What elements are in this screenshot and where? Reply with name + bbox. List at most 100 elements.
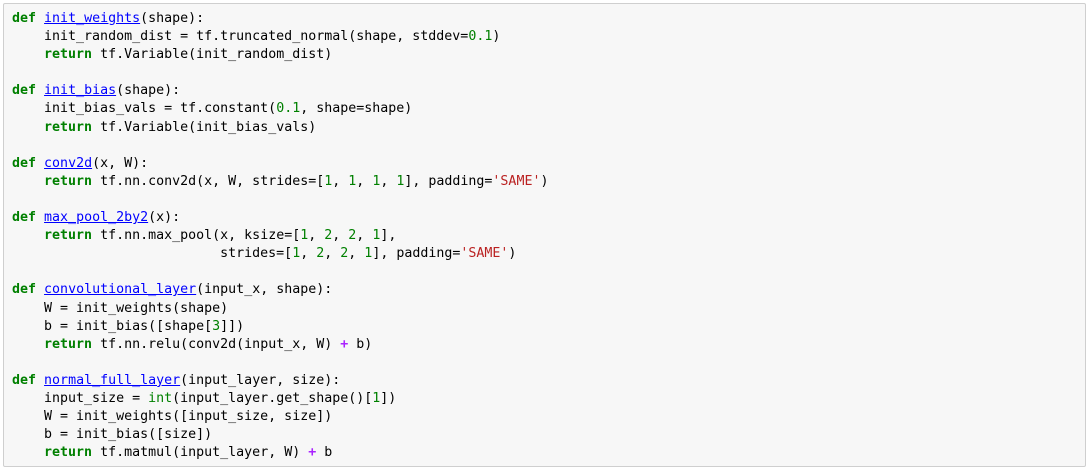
string-literal: 'SAME' xyxy=(460,246,509,262)
code-editor[interactable]: def init_weights(shape): init_random_dis… xyxy=(12,10,548,462)
number-literal: 1 xyxy=(348,173,357,189)
code-text: tf.nn.conv2d(x, W, strides=[ xyxy=(92,173,325,189)
code-line: input_size = int(input_layer.get_shape()… xyxy=(12,390,548,408)
keyword: def xyxy=(12,155,37,171)
code-text: tf.Variable(init_bias_vals) xyxy=(92,119,317,135)
code-line: def init_weights(shape): xyxy=(12,10,548,28)
code-line: b = init_bias([shape[3]]) xyxy=(12,318,548,336)
number-literal: 1 xyxy=(396,173,405,189)
function-name: conv2d xyxy=(44,155,93,171)
code-line: return tf.Variable(init_bias_vals) xyxy=(12,119,548,137)
number-literal: 1 xyxy=(372,173,381,189)
number-literal: 0.1 xyxy=(276,101,301,117)
code-text: , xyxy=(348,246,365,262)
code-line xyxy=(12,64,548,82)
code-text xyxy=(36,156,44,171)
code-text: init_bias_vals = tf.constant( xyxy=(12,101,277,117)
code-text: b xyxy=(316,445,333,461)
code-line xyxy=(12,137,548,155)
code-line: return tf.matmul(input_layer, W) + b xyxy=(12,444,548,462)
code-line: W = init_weights([input_size, size]) xyxy=(12,408,548,426)
keyword: def xyxy=(12,83,37,99)
keyword: def xyxy=(12,372,37,388)
code-text xyxy=(12,174,44,189)
code-text: ], xyxy=(380,228,397,244)
function-name: init_weights xyxy=(44,11,141,26)
keyword: return xyxy=(44,445,93,461)
code-line: return tf.nn.max_pool(x, ksize=[1, 2, 2,… xyxy=(12,227,548,245)
code-cell[interactable]: def init_weights(shape): init_random_dis… xyxy=(3,3,1086,467)
code-text: W = init_weights(shape) xyxy=(12,300,229,316)
number-literal: 1 xyxy=(324,173,333,189)
keyword: def xyxy=(12,210,37,226)
code-text xyxy=(12,120,44,135)
code-text: tf.Variable(init_random_dist) xyxy=(92,47,333,63)
function-name: normal_full_layer xyxy=(44,372,181,388)
code-line: return tf.nn.conv2d(x, W, strides=[1, 1,… xyxy=(12,173,548,191)
code-text: W = init_weights([input_size, size]) xyxy=(12,409,333,425)
code-text: (input_x, shape): xyxy=(196,282,333,298)
code-text: strides=[ xyxy=(12,246,293,262)
number-literal: 0.1 xyxy=(468,29,493,45)
number-literal: 3 xyxy=(212,318,221,334)
code-text: b) xyxy=(348,336,373,352)
code-text: , xyxy=(380,173,397,189)
keyword: return xyxy=(44,173,93,189)
code-text: (input_layer, size): xyxy=(180,372,341,388)
code-line: strides=[1, 2, 2, 1], padding='SAME') xyxy=(12,245,548,263)
number-literal: 2 xyxy=(340,246,349,262)
code-line: def init_bias(shape): xyxy=(12,82,548,100)
number-literal: 1 xyxy=(372,228,381,244)
code-text: (x): xyxy=(148,210,181,226)
keyword: return xyxy=(44,119,93,135)
code-line: def max_pool_2by2(x): xyxy=(12,209,548,227)
code-text: , xyxy=(332,173,349,189)
code-line: W = init_weights(shape) xyxy=(12,300,548,318)
function-name: init_bias xyxy=(44,83,117,99)
code-text: , xyxy=(308,228,325,244)
code-text xyxy=(36,210,44,225)
code-text: tf.nn.relu(conv2d(input_x, W) xyxy=(92,336,341,352)
code-text: ]]) xyxy=(220,318,245,334)
code-text: , xyxy=(332,228,349,244)
code-line xyxy=(12,354,548,372)
code-text: ) xyxy=(508,246,517,262)
code-text xyxy=(36,373,44,388)
code-text: (x, W): xyxy=(92,155,149,171)
code-text: init_random_dist = tf.truncated_normal(s… xyxy=(12,29,469,45)
function-name: convolutional_layer xyxy=(44,282,197,298)
function-name: max_pool_2by2 xyxy=(44,210,149,226)
code-text: tf.matmul(input_layer, W) xyxy=(92,445,309,461)
string-literal: 'SAME' xyxy=(492,173,541,189)
number-literal: 1 xyxy=(292,246,301,262)
code-line: def convolutional_layer(input_x, shape): xyxy=(12,281,548,299)
code-text: tf.nn.max_pool(x, ksize=[ xyxy=(92,228,301,244)
code-text: , xyxy=(300,246,317,262)
code-text: (input_layer.get_shape()[ xyxy=(172,390,373,406)
code-text: (shape): xyxy=(140,11,205,26)
code-text: , xyxy=(356,228,373,244)
keyword: def xyxy=(12,282,37,298)
code-text: ) xyxy=(540,173,549,189)
code-line: init_random_dist = tf.truncated_normal(s… xyxy=(12,28,548,46)
operator: + xyxy=(340,336,349,352)
code-text xyxy=(12,445,44,460)
builtin-name: int xyxy=(148,390,173,406)
code-line: b = init_bias([size]) xyxy=(12,426,548,444)
code-line: def conv2d(x, W): xyxy=(12,155,548,173)
number-literal: 2 xyxy=(348,228,357,244)
code-text: input_size = xyxy=(12,390,149,406)
number-literal: 1 xyxy=(372,390,381,406)
keyword: return xyxy=(44,336,93,352)
code-text: ) xyxy=(492,29,501,45)
code-line: return tf.Variable(init_random_dist) xyxy=(12,46,548,64)
code-text: , xyxy=(324,246,341,262)
code-text: ]) xyxy=(380,390,397,406)
code-text xyxy=(12,47,44,62)
number-literal: 2 xyxy=(316,246,325,262)
code-text xyxy=(12,228,44,243)
keyword: def xyxy=(12,11,37,26)
code-text: , xyxy=(356,173,373,189)
code-text: ], padding= xyxy=(404,173,493,189)
code-text: b = init_bias([shape[ xyxy=(12,318,213,334)
